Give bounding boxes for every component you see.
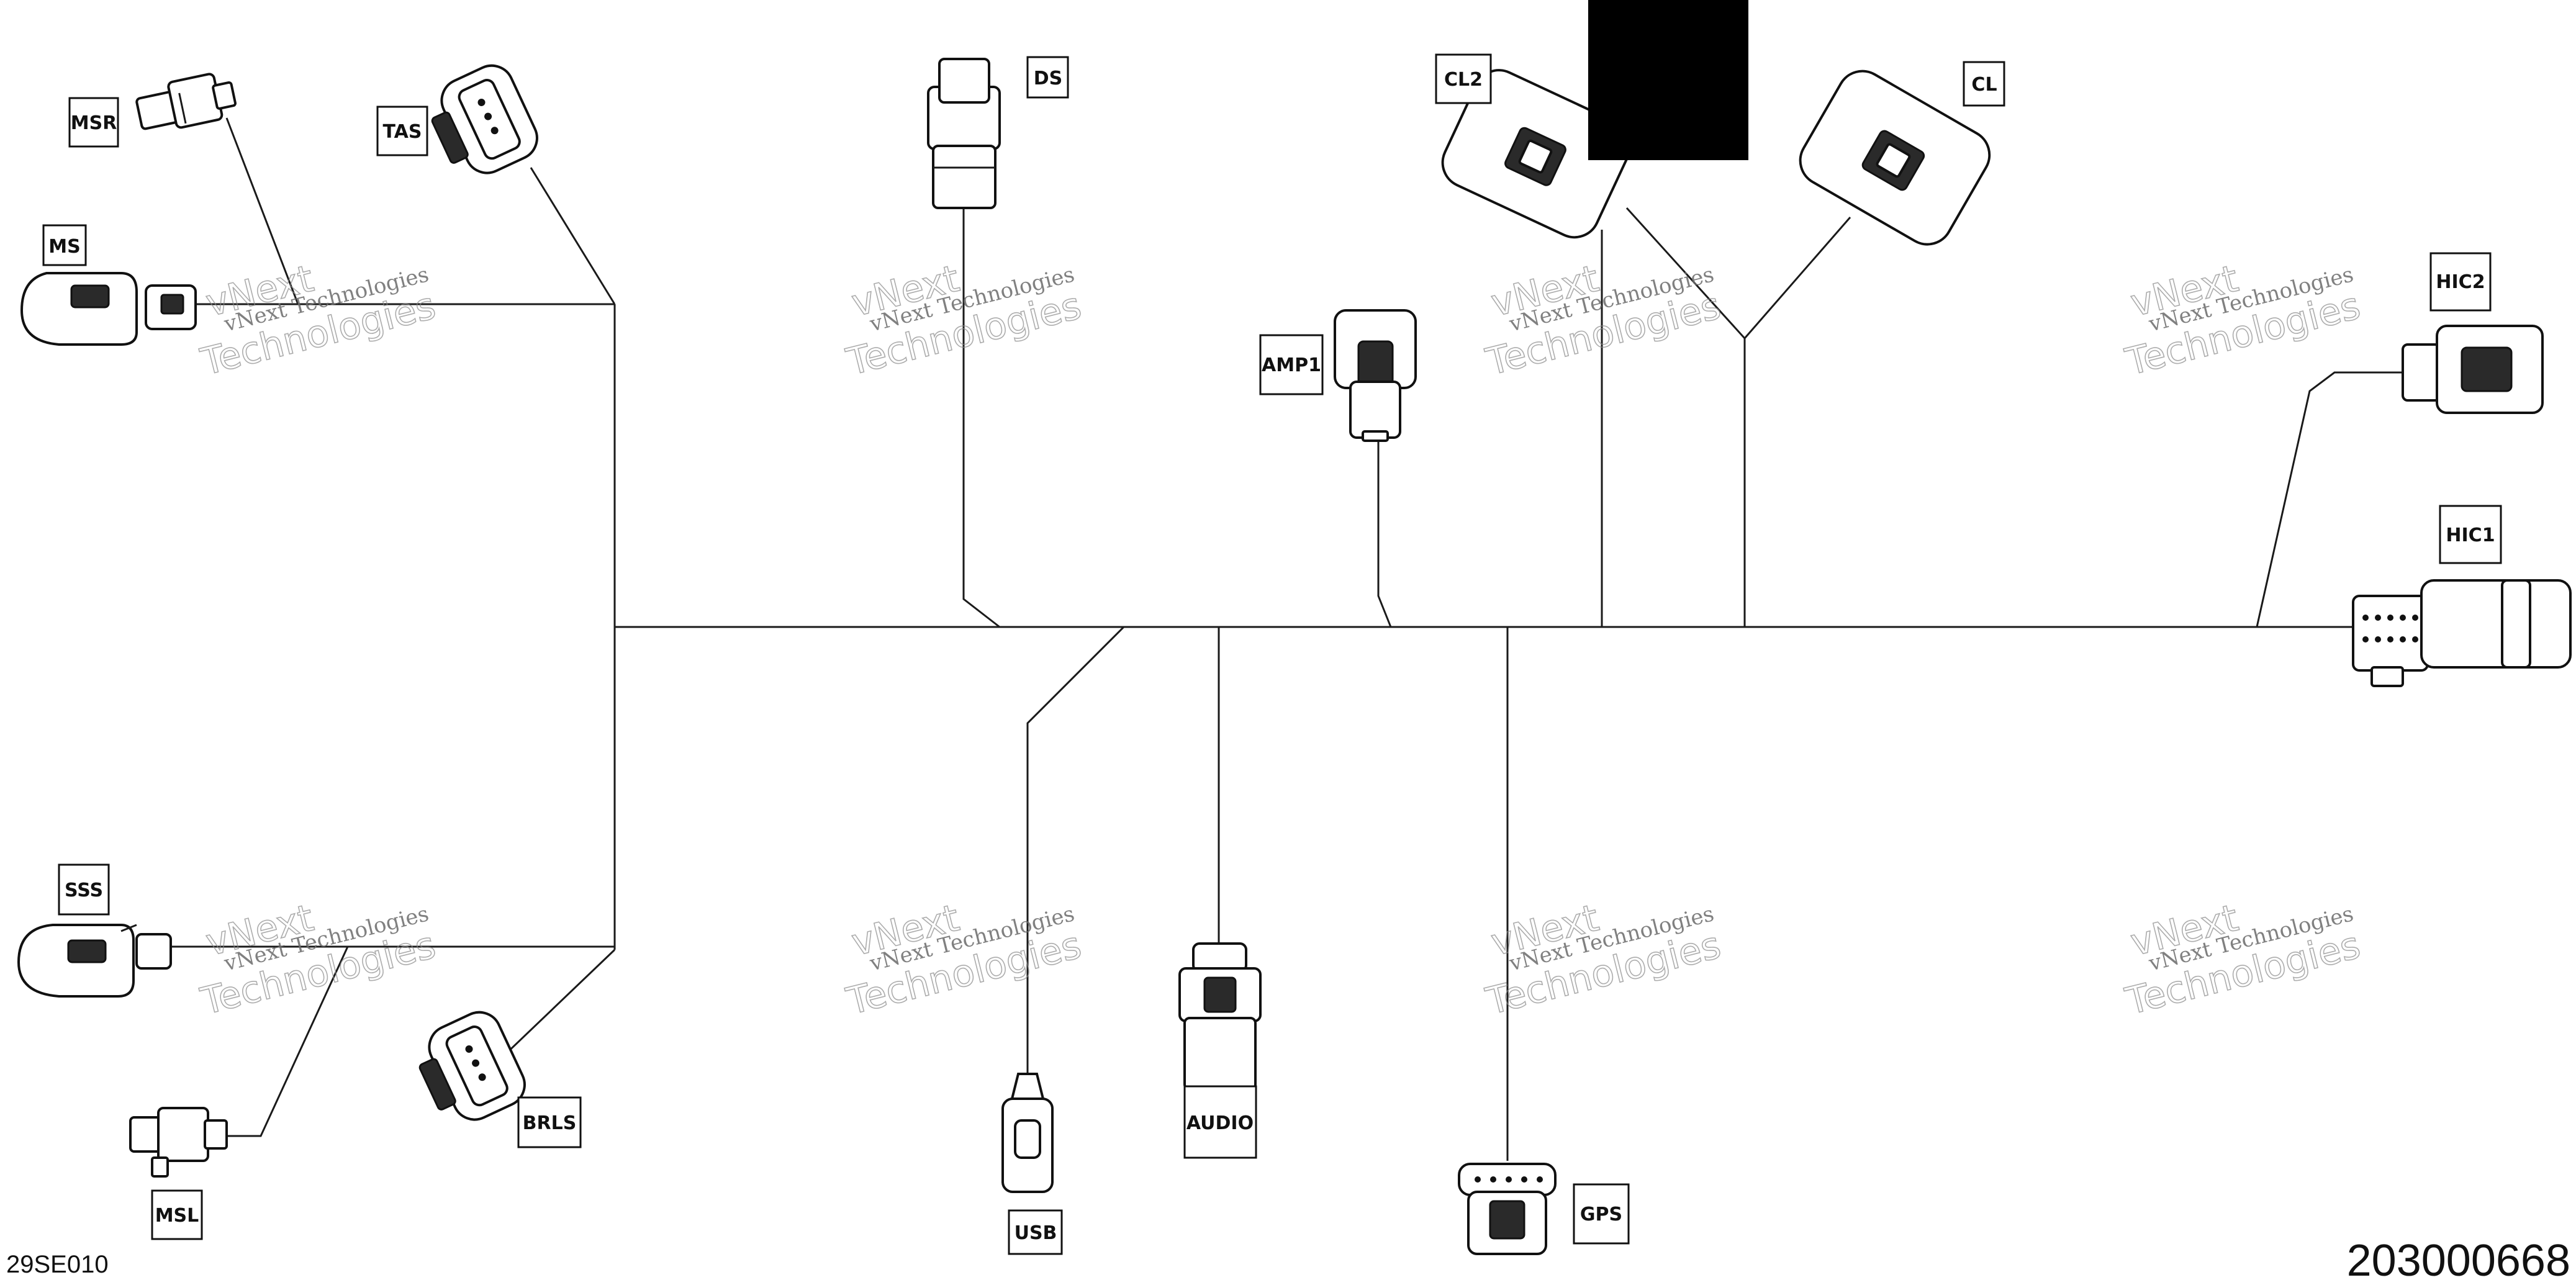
svg-text:AMP1: AMP1	[1262, 354, 1321, 376]
cl-connector-icon	[1799, 70, 1991, 246]
redaction-block	[1588, 0, 1748, 160]
watermark-8: vNext vNext Technologies Technologies	[2121, 896, 2365, 1024]
ds-connector-icon	[927, 58, 1001, 209]
label-msl: MSL	[151, 1189, 203, 1240]
svg-text:AUDIO: AUDIO	[1186, 1112, 1254, 1134]
svg-text:MS: MS	[48, 236, 80, 258]
label-amp1: AMP1	[1259, 334, 1324, 395]
ms-connector-icon	[20, 272, 197, 346]
msr-branch-wire	[225, 117, 299, 305]
svg-text:CL2: CL2	[1444, 69, 1483, 91]
label-audio: AUDIO	[1183, 1085, 1257, 1159]
tas-branch-wire	[530, 167, 616, 305]
hic2-connector-icon	[2402, 325, 2544, 414]
svg-text:SSS: SSS	[65, 880, 103, 901]
ds-branch-wire	[962, 146, 1000, 628]
usb-branch-wire	[1026, 626, 1125, 1074]
label-msr: MSR	[68, 97, 119, 148]
label-gps: GPS	[1573, 1183, 1630, 1245]
cl2-connector-icon	[1441, 69, 1632, 239]
connector-labels: MSR TAS MS DS CL2 CL AMP1 HIC2	[42, 53, 2502, 1255]
cl-angled-wire	[1743, 217, 1851, 339]
label-tas: TAS	[376, 106, 428, 156]
svg-text:BRLS: BRLS	[523, 1112, 577, 1134]
svg-text:DS: DS	[1034, 68, 1063, 89]
svg-text:GPS: GPS	[1580, 1204, 1622, 1225]
svg-text:CL: CL	[1971, 74, 1997, 96]
usb-connector-icon	[1001, 1073, 1054, 1193]
label-cl: CL	[1963, 61, 2005, 107]
label-hic1: HIC1	[2439, 505, 2502, 564]
watermark-2: vNext vNext Technologies Technologies	[842, 256, 1086, 385]
watermark-4: vNext vNext Technologies Technologies	[2121, 256, 2365, 385]
label-ds: DS	[1026, 56, 1069, 99]
gps-connector-icon	[1458, 1163, 1557, 1255]
label-ms: MS	[42, 224, 87, 266]
svg-text:USB: USB	[1015, 1222, 1057, 1244]
label-brls: BRLS	[517, 1096, 582, 1148]
watermark-6: vNext vNext Technologies Technologies	[842, 896, 1086, 1024]
msl-connector-icon	[129, 1107, 228, 1178]
msl-branch-wire	[224, 946, 349, 1137]
amp1-connector-icon	[1334, 309, 1417, 442]
amp1-branch-wire	[1377, 435, 1392, 628]
watermark-1: vNext vNext Technologies Technologies	[196, 256, 440, 385]
label-hic2: HIC2	[2429, 252, 2492, 312]
watermark-5: vNext vNext Technologies Technologies	[196, 896, 440, 1024]
msr-connector-icon	[135, 73, 237, 130]
label-cl2: CL2	[1435, 53, 1492, 104]
tas-connector-icon	[431, 64, 538, 174]
svg-text:MSR: MSR	[71, 112, 117, 134]
harness-wires	[158, 117, 2421, 1161]
svg-text:HIC1: HIC1	[2446, 525, 2495, 546]
sss-connector-icon	[17, 924, 172, 998]
watermark-3: vNext vNext Technologies Technologies	[1481, 256, 1725, 385]
audio-connector-icon	[1178, 942, 1262, 1091]
svg-text:TAS: TAS	[383, 121, 422, 143]
cl2-angled-wire	[1625, 207, 1746, 340]
figure-code-left: 29SE010	[6, 1251, 109, 1278]
label-usb: USB	[1008, 1209, 1063, 1255]
svg-text:MSL: MSL	[155, 1205, 199, 1227]
svg-text:HIC2: HIC2	[2436, 271, 2485, 293]
label-sss: SSS	[58, 863, 110, 916]
hic1-connector-icon	[2352, 579, 2572, 687]
brls-connector-icon	[418, 1011, 526, 1121]
hic2-branch-wire	[2256, 371, 2409, 628]
part-number-right: 203000668	[2347, 1236, 2570, 1280]
